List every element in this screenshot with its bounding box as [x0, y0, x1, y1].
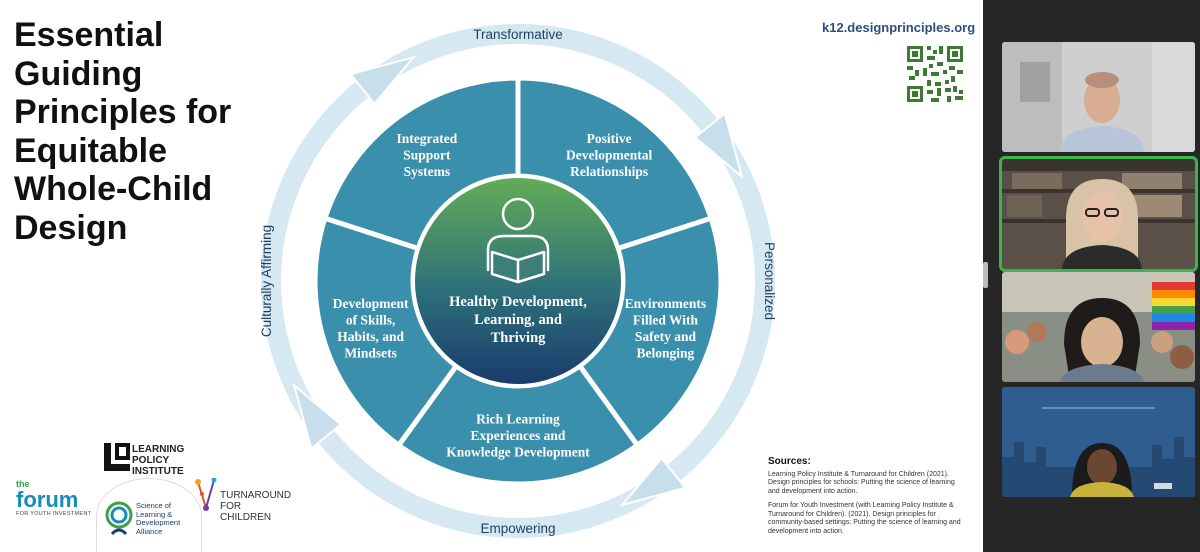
principle-label: Filled With [633, 313, 699, 328]
principle-label: Rich Learning [476, 412, 560, 427]
ring-arrow-icon [348, 55, 417, 106]
forum-logo: the forum FOR YOUTH INVESTMENT [16, 479, 92, 518]
ring-label-top: Transformative [473, 27, 563, 42]
qr-code-icon [905, 44, 965, 104]
slide-title: Essential Guiding Principles for Equitab… [14, 16, 232, 247]
principle-label: Developmental [566, 148, 652, 163]
participant-video [1002, 42, 1195, 152]
principle-label: Habits, and [337, 329, 404, 344]
video-tile-participant-2[interactable] [999, 156, 1198, 272]
sold-alliance-badge [96, 478, 202, 552]
principle-label: Safety and [635, 329, 697, 344]
principle-label: Relationships [570, 164, 648, 179]
principle-label: Experiences and [471, 428, 566, 443]
principle-label: Support [403, 148, 451, 163]
participant-video [1002, 272, 1195, 382]
principle-label: Positive [587, 131, 632, 146]
sold-alliance-logo-text: Science of Learning & Development Allian… [136, 501, 181, 536]
participant-video [1002, 387, 1195, 497]
lpi-logo-text: LEARNING POLICY INSTITUTE [132, 444, 185, 477]
lpi-logo-icon [104, 443, 130, 471]
center-label-line: Thriving [491, 330, 547, 346]
principle-label: Systems [404, 164, 451, 179]
presentation-slide: Essential Guiding Principles for Equitab… [0, 0, 983, 552]
center-label: Healthy Development, Learning, andThrivin… [449, 294, 587, 346]
person-reading-icon [486, 197, 550, 284]
panel-splitter-handle[interactable] [983, 262, 988, 288]
principle-label: of Skills, [346, 313, 396, 328]
center-label-line: Healthy Development, [449, 294, 587, 310]
ring-arrow-icon [619, 456, 688, 507]
turnaround-logo-icon [195, 478, 217, 511]
ring-label-bottom: Empowering [480, 521, 555, 536]
ring-band [261, 24, 775, 538]
video-tile-participant-4[interactable] [1002, 387, 1195, 497]
cycle-ring [261, 24, 775, 538]
source-reference: Forum for Youth Investment (with Learnin… [768, 502, 961, 535]
source-reference: Learning Policy Institute & Turnaround f… [768, 470, 955, 495]
forum-logo-sub: FOR YOUTH INVESTMENT [16, 511, 92, 517]
forum-logo-the: the [16, 479, 30, 489]
site-url: k12.designprinciples.org [822, 20, 976, 35]
turnaround-logo-text: TURNAROUND FOR CHILDREN [220, 490, 292, 523]
ring-label-left: Culturally Affirming [259, 225, 274, 337]
sold-alliance-logo-icon [105, 501, 133, 536]
video-tile-participant-1[interactable] [1002, 42, 1195, 152]
sources-heading: Sources: [768, 456, 811, 467]
principle-label: Mindsets [344, 346, 397, 361]
principle-label: Integrated [397, 131, 458, 146]
center-label-line: Learning, and [474, 312, 562, 328]
participant-video [1002, 159, 1195, 269]
principle-label: Environments [625, 296, 707, 311]
principle-label: Knowledge Development [446, 445, 590, 460]
ring-arrow-icon [292, 382, 343, 451]
principle-label: Belonging [637, 346, 695, 361]
ring-label-right: Personalized [762, 242, 777, 320]
video-tile-participant-3[interactable] [1002, 272, 1195, 382]
sources-block: Sources: Learning Policy Institute & Tur… [768, 456, 968, 542]
principle-label: Development [333, 296, 409, 311]
forum-logo-main: forum [16, 487, 79, 512]
ring-arrow-icon [693, 111, 744, 180]
